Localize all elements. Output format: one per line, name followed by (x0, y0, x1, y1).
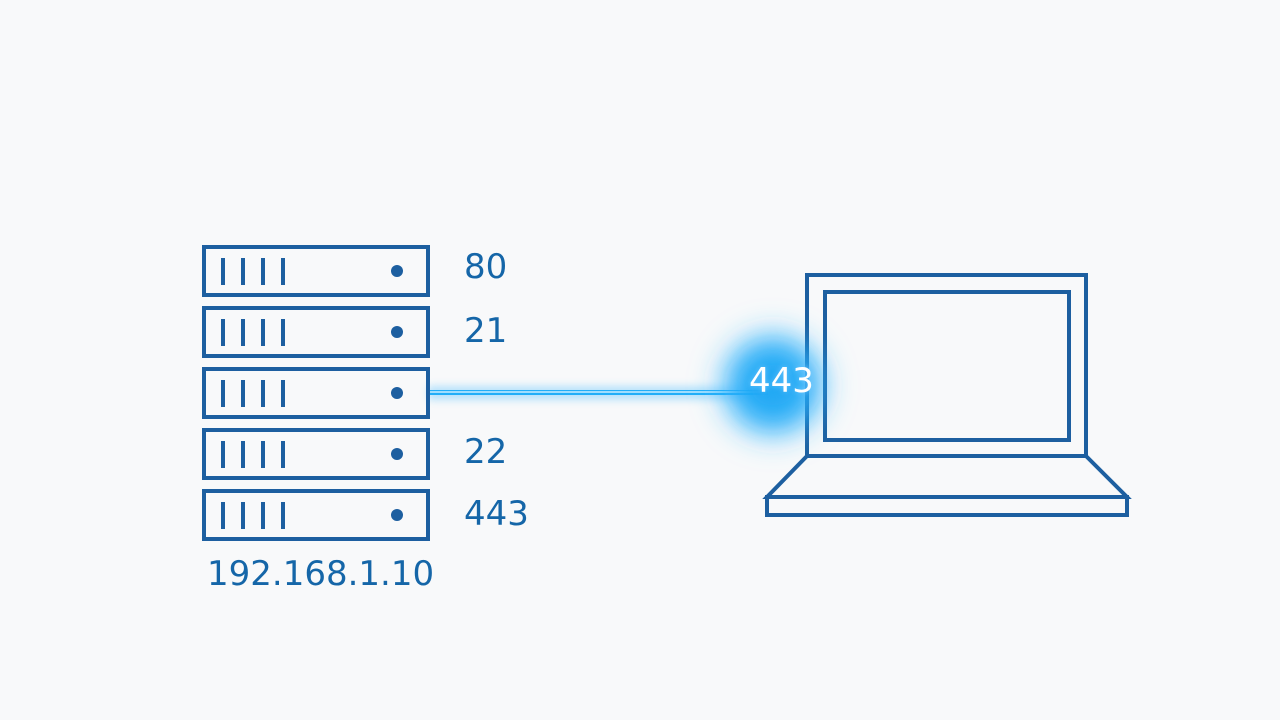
packet-port-label: 443 (749, 361, 814, 401)
port-label-443: 443 (464, 494, 529, 534)
server-slot-1 (202, 245, 430, 297)
port-label-80: 80 (464, 247, 508, 287)
server-slot-2 (202, 306, 430, 358)
packet-glow (711, 323, 835, 447)
server-rack-icon (202, 245, 430, 541)
server-slot-3 (202, 367, 430, 419)
laptop-base (765, 495, 1129, 517)
port-label-21: 21 (464, 311, 508, 351)
port-label-22: 22 (464, 432, 508, 472)
server-ip-address: 192.168.1.10 (207, 554, 435, 594)
server-slot-4 (202, 428, 430, 480)
connection-line (428, 386, 768, 400)
laptop-keyboard-deck (762, 454, 1132, 499)
laptop-lid (805, 273, 1088, 458)
server-slot-5 (202, 489, 430, 541)
laptop-screen (823, 290, 1071, 442)
